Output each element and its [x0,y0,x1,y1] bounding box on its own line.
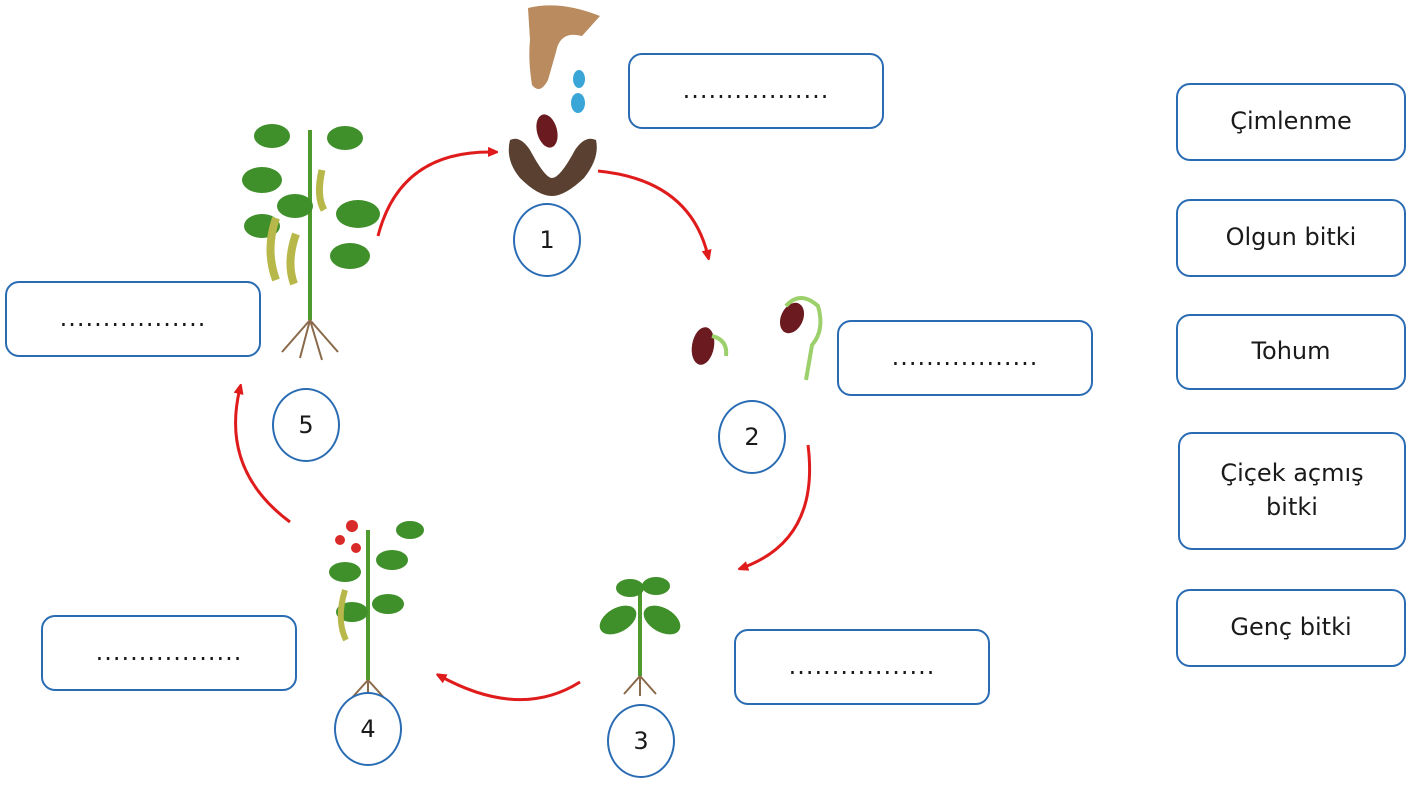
answer-box-stage4[interactable]: ................. [41,615,297,691]
word-bank-genc-bitki[interactable]: Genç bitki [1176,589,1406,667]
stage-number-5: 5 [272,388,340,462]
answer-box-text: ................. [788,652,936,681]
arrow-2-to-3 [742,444,812,568]
answer-box-stage3[interactable]: ................. [734,629,990,705]
young-plant-illustration [599,577,681,696]
stage-number-text: 2 [744,423,760,451]
mature-plant-illustration [242,124,380,361]
word-bank-label: Genç bitki [1230,613,1352,642]
word-bank-tohum[interactable]: Tohum [1176,314,1406,390]
answer-box-text: ................. [891,343,1039,372]
answer-box-stage2[interactable]: ................. [837,320,1093,396]
word-bank-cimlenme[interactable]: Çimlenme [1176,83,1406,161]
arrow-4-to-5 [236,388,291,524]
word-bank-olgun-bitki[interactable]: Olgun bitki [1176,199,1406,277]
stage-number-2: 2 [718,400,786,474]
stage-number-text: 5 [298,411,314,439]
word-bank-label: Çimlenme [1230,107,1352,136]
answer-box-stage1[interactable]: ................. [628,53,884,129]
germinating-seeds-illustration [691,296,823,381]
stage-number-text: 3 [633,727,649,755]
word-bank-label: Tohum [1251,337,1331,366]
stage-number-text: 4 [360,715,376,743]
answer-box-stage5[interactable]: ................. [5,281,261,357]
word-bank-cicek-acmis-bitki[interactable]: Çiçek açmış bitki [1178,432,1406,550]
answer-box-text: ................. [682,76,830,105]
answer-box-text: ................. [95,638,243,667]
seed-planting-illustration [508,5,600,196]
word-bank-label: Çiçek açmış bitki [1220,459,1364,521]
stage-number-4: 4 [334,692,402,766]
arrow-1-to-2 [597,169,708,256]
stage-number-text: 1 [539,226,555,254]
arrow-5-to-1 [376,152,494,237]
stage-number-3: 3 [607,704,675,778]
arrow-3-to-4 [440,676,581,702]
word-bank-label: Olgun bitki [1225,223,1357,252]
answer-box-text: ................. [59,304,207,333]
stage-number-1: 1 [513,203,581,277]
flowering-plant-illustration [329,520,424,704]
